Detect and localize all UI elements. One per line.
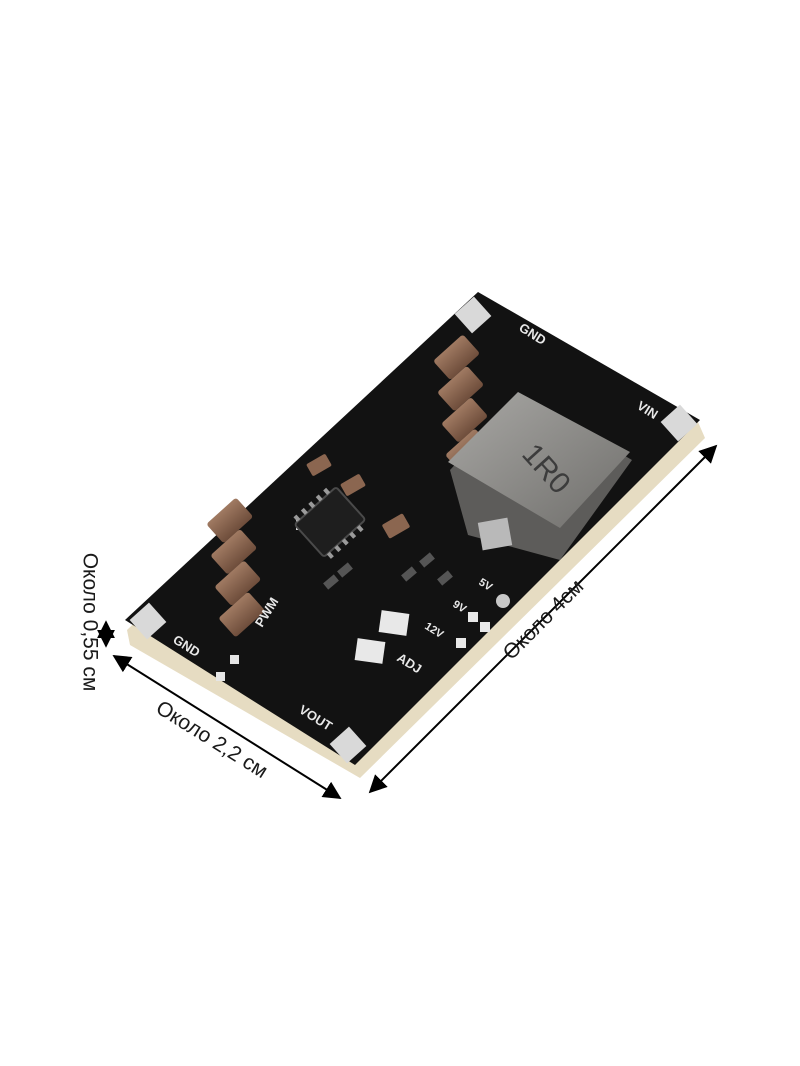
pcb-board: 1R0 GND VIN GND VOUT PWM ADJ 5V 9V 12V (125, 292, 705, 778)
dimension-arrows (97, 444, 718, 799)
length-arrow (368, 444, 718, 794)
corner-pads (129, 296, 698, 764)
thickness-label: Около 0,55 см (78, 552, 102, 692)
ic-chip (293, 487, 366, 559)
capacitor-group-bottom (207, 498, 265, 637)
width-arrow (112, 655, 342, 799)
